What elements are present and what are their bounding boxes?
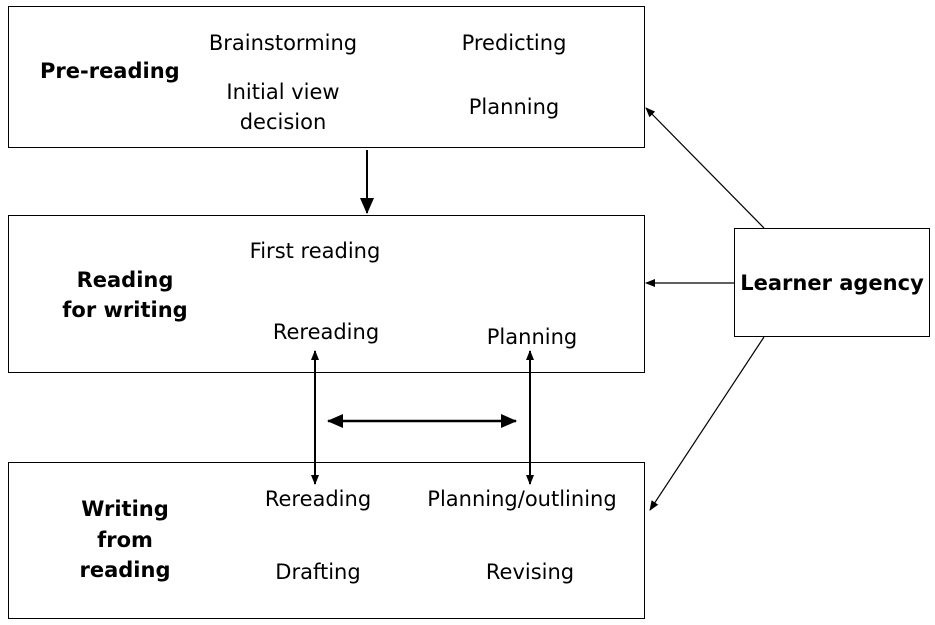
planning-label-reading: Planning [486,325,578,349]
brainstorming-label: Brainstorming [208,31,358,55]
planning-outlining-label: Planning/outlining [427,487,617,511]
drafting-label: Drafting [275,560,361,584]
learner-agency-label: Learner agency [740,271,924,295]
arrow-agency-to-pre-reading [645,107,765,229]
rereading-label-writing: Rereading [264,487,372,511]
pre-reading-box [8,6,645,148]
initial-view-label-line2: decision [239,110,327,134]
arrow-agency-to-writing [649,336,765,511]
reading-for-writing-title-line2: for writing [62,298,188,322]
writing-from-reading-box [8,462,645,619]
revising-label: Revising [485,560,575,584]
reading-for-writing-title-line1: Reading [76,268,174,292]
predicting-label: Predicting [461,31,567,55]
learner-agency-box [734,228,930,337]
rereading-label: Rereading [272,320,380,344]
pre-reading-title: Pre-reading [40,59,180,83]
reading-for-writing-box [8,215,645,373]
initial-view-label-line1: Initial view [226,80,340,104]
writing-from-reading-title-line1: Writing [81,497,169,521]
planning-label: Planning [468,95,560,119]
writing-from-reading-title-line2: from [97,528,153,552]
writing-from-reading-title-line3: reading [79,558,171,582]
first-reading-label: First reading [249,239,381,263]
